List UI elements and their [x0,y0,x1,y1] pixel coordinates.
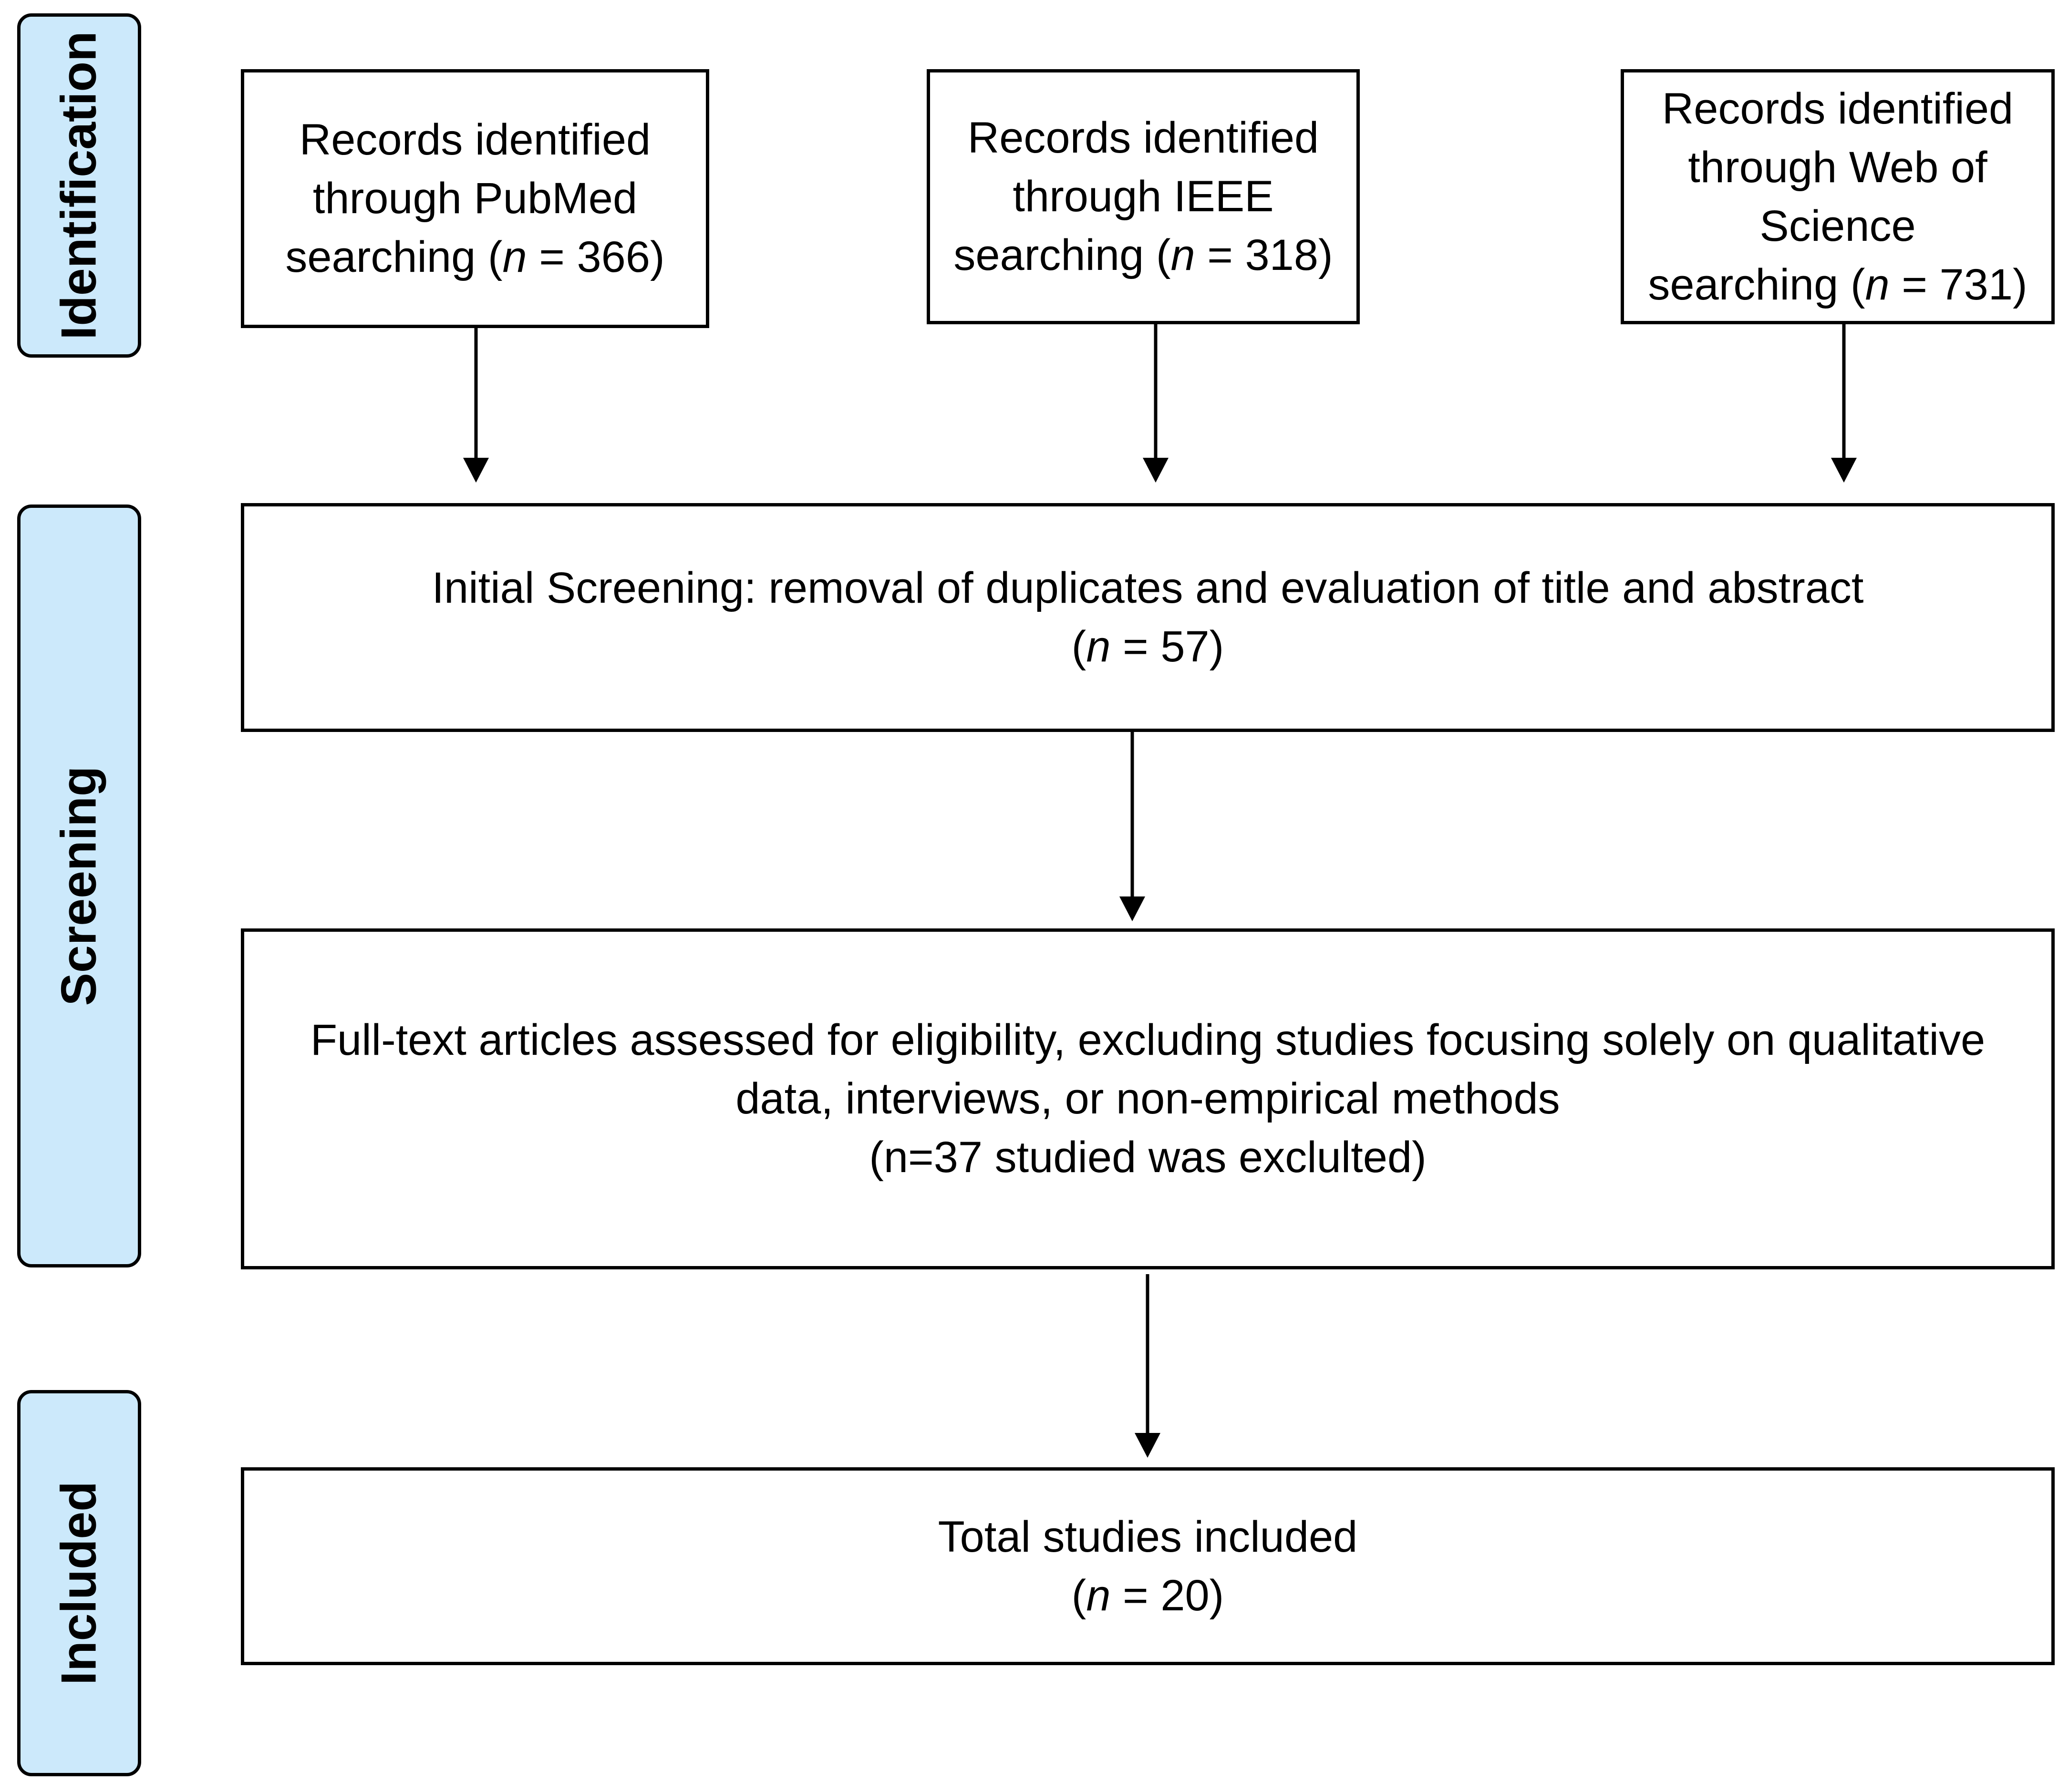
stage-identification: Identification [17,13,141,358]
initial-screening-text: Initial Screening: removal of duplicates… [432,564,1864,612]
arrowhead-fulltext [1119,896,1145,921]
full-text-line-1: Full-text articles assessed for eligibil… [310,1016,1986,1064]
stage-screening: Screening [17,505,141,1267]
initial-screening-box: Initial Screening: removal of duplicates… [241,503,2055,732]
full-text-line-2: data, interviews, or non-empirical metho… [735,1074,1560,1123]
total-included-text: Total studies included [938,1512,1358,1561]
wos-line-3: Science [1759,201,1916,250]
total-included-box: Total studies included (n = 20) [241,1467,2055,1665]
ieee-line-2: through IEEE [1013,172,1274,221]
ieee-records-box: Records identified through IEEE searchin… [927,69,1360,324]
arrowhead-wos [1831,458,1857,483]
wos-line-1: Records identified [1662,84,2014,133]
initial-screening-count: (n = 57) [1071,622,1224,671]
arrowhead-pubmed [463,458,489,483]
full-text-eligibility-box: Full-text articles assessed for eligibil… [241,928,2055,1269]
total-included-count: (n = 20) [1071,1571,1224,1620]
pubmed-line-2: through PubMed [312,174,638,223]
ieee-count-line: searching (n = 318) [953,231,1333,279]
wos-line-2: through Web of [1688,143,1987,192]
full-text-line-3: (n=37 studied was exclulted) [869,1133,1427,1182]
pubmed-line-1: Records identified [299,115,651,164]
arrowhead-ieee [1143,458,1169,483]
wos-records-box: Records identified through Web of Scienc… [1621,69,2055,324]
stage-included: Included [17,1390,141,1776]
wos-count-line: searching (n = 731) [1648,260,2028,309]
ieee-line-1: Records identified [967,113,1319,162]
pubmed-count-line: searching (n = 366) [285,233,665,281]
arrowhead-included [1135,1433,1160,1458]
pubmed-records-box: Records identified through PubMed search… [241,69,709,328]
